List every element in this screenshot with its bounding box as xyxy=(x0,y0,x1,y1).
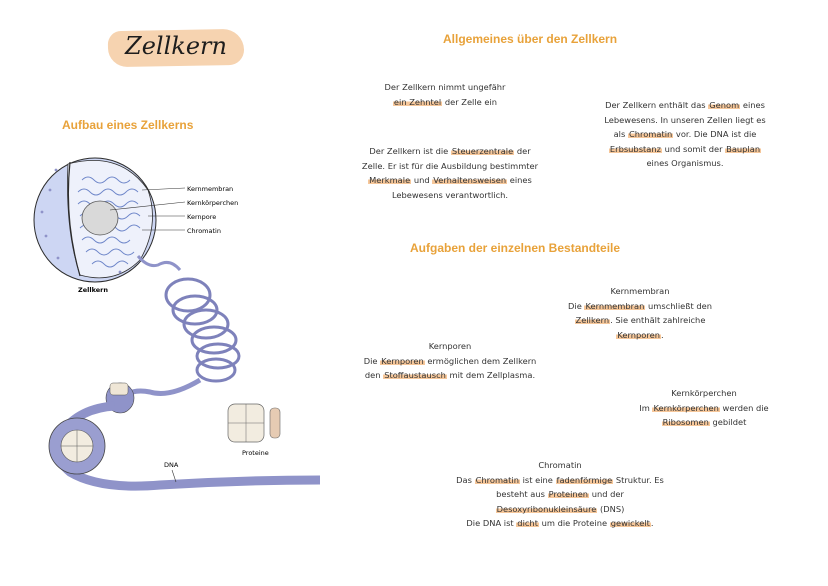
task-kernmembran: Kernmembran Die Kernmembran umschließt d… xyxy=(540,284,740,342)
text-fragment: Kernporen xyxy=(428,341,472,351)
protein-blocks xyxy=(227,403,281,443)
text-fragment: besteht aus xyxy=(496,489,548,500)
highlighted-term: Proteinen xyxy=(547,489,590,500)
task-kernporen: Kernporen Die Kernporen ermöglichen dem … xyxy=(335,339,565,383)
nucleolus xyxy=(81,200,119,236)
text-fragment: werden die xyxy=(719,402,769,413)
text-fragment: den xyxy=(364,370,384,381)
chromosome-coil xyxy=(164,277,241,383)
highlighted-term: Desoxyribonukleinsäure xyxy=(495,503,598,514)
highlighted-term: Kernporen xyxy=(380,355,425,366)
text-fragment: Lebewesens. In unseren Zellen liegt es xyxy=(604,114,766,125)
label-kernmembran: Kernmembran xyxy=(187,185,233,193)
highlighted-term: Ribosomen xyxy=(661,417,710,428)
text-fragment: eines xyxy=(740,100,765,110)
highlighted-term: Chromatin xyxy=(474,474,520,485)
highlighted-term: Bauplan xyxy=(725,143,762,154)
large-histone xyxy=(48,417,106,475)
task-chromatin: Chromatin Das Chromatin ist eine fadenfö… xyxy=(415,458,705,531)
text-fragment: . xyxy=(660,329,664,340)
text-fragment: Struktur. Es xyxy=(613,474,664,485)
highlighted-term: Chromatin xyxy=(627,129,674,140)
text-fragment: und somit der xyxy=(661,143,726,154)
text-fragment: Lebewesens verantwortlich. xyxy=(391,189,509,200)
text-fragment: und xyxy=(411,175,433,186)
highlighted-term: Erbsubstanz xyxy=(608,143,662,154)
text-fragment: ermöglichen dem Zellkern xyxy=(424,355,537,366)
text-fragment: der xyxy=(514,146,531,156)
text-fragment: mit dem Zellplasma. xyxy=(446,370,536,381)
chromatin-fiber xyxy=(136,255,182,272)
text-fragment: Der Zellkern nimmt ungefähr xyxy=(384,82,506,92)
highlighted-term: fadenförmige xyxy=(555,474,614,485)
highlighted-term: Verhaltensweisen xyxy=(432,175,508,186)
highlighted-term: gewickelt xyxy=(609,518,651,529)
text-fragment: (DNS) xyxy=(597,503,625,514)
nuclear-pores xyxy=(40,168,122,274)
label-kernkoerperchen: Kernkörperchen xyxy=(187,199,238,207)
text-fragment: und der xyxy=(589,489,624,500)
text-fragment: der Zelle ein xyxy=(442,96,498,107)
highlighted-term: Kernporen xyxy=(616,329,661,340)
dna-caption: DNA xyxy=(164,461,179,469)
label-chromatin: Chromatin xyxy=(187,227,221,235)
highlighted-term: Genom xyxy=(708,100,741,110)
highlighted-term: Stoffaustausch xyxy=(383,370,447,381)
text-fragment: um die Proteine xyxy=(538,518,610,529)
text-fragment: eines xyxy=(507,175,532,186)
text-fragment: vor. Die DNA ist die xyxy=(673,129,757,140)
nucleus-caption: Zellkern xyxy=(78,286,108,294)
highlighted-term: Zellkern xyxy=(574,315,611,326)
tasks-heading: Aufgaben der einzelnen Bestandteile xyxy=(410,241,621,255)
general-paragraph-2: Der Zellkern ist die Steuerzentrale der … xyxy=(320,144,580,202)
highlighted-term: dicht xyxy=(516,518,539,529)
highlighted-term: ein Zehntel xyxy=(392,96,443,107)
text-fragment: . Sie enthält zahlreiche xyxy=(610,315,706,326)
text-fragment: Der Zellkern ist die xyxy=(369,146,451,156)
text-fragment: Im xyxy=(639,402,653,413)
nucleus-diagram: Kernmembran Kernkörperchen Kernpore Chro… xyxy=(33,157,320,491)
text-fragment: gebildet xyxy=(709,417,747,428)
general-paragraph-3: Der Zellkern enthält das Genom eines Leb… xyxy=(580,98,790,171)
proteins-caption: Proteine xyxy=(242,449,269,457)
text-fragment: Kernmembran xyxy=(610,286,670,296)
title-banner: Zellkern xyxy=(107,28,245,68)
text-fragment: Chromatin xyxy=(538,460,582,470)
highlighted-term: Steuerzentrale xyxy=(450,146,515,156)
task-kernkoerperchen: Kernkörperchen Im Kernkörperchen werden … xyxy=(614,386,794,430)
text-fragment: Der Zellkern enthält das xyxy=(605,100,709,110)
right-heading: Allgemeines über den Zellkern xyxy=(443,32,618,46)
text-fragment: umschließt den xyxy=(645,300,712,311)
highlighted-term: Kernmembran xyxy=(584,300,646,311)
text-fragment: . xyxy=(650,518,654,529)
text-fragment: Die xyxy=(363,355,381,366)
left-heading: Aufbau eines Zellkerns xyxy=(62,118,194,132)
text-fragment: Kernkörperchen xyxy=(671,388,737,398)
highlighted-term: Kernkörperchen xyxy=(652,402,720,413)
text-fragment: Die xyxy=(568,300,585,311)
text-fragment: Die DNA ist xyxy=(466,518,517,529)
text-fragment: als xyxy=(613,129,628,140)
general-paragraph-1: Der Zellkern nimmt ungefähr ein Zehntel … xyxy=(360,80,530,109)
text-fragment: Zelle. Er ist für die Ausbildung bestimm… xyxy=(361,160,539,171)
label-kernpore: Kernpore xyxy=(187,213,216,221)
text-fragment: ist eine xyxy=(519,474,556,485)
text-fragment: Das xyxy=(456,474,475,485)
label-leaders xyxy=(109,187,186,231)
text-fragment: eines Organismus. xyxy=(646,158,724,169)
page-title: Zellkern xyxy=(125,32,227,60)
highlighted-term: Merkmale xyxy=(368,175,412,186)
